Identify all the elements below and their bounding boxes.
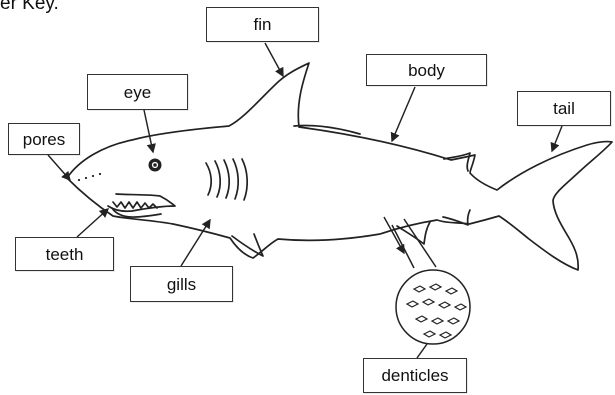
body-label: body [366,54,487,86]
eye-pupil [153,163,157,167]
teeth-pointer [77,209,108,237]
eye-label: eye [87,74,188,110]
tail-label: tail [517,91,611,126]
eye-pointer [144,110,153,152]
fin-label: fin [206,7,319,42]
pore-4 [99,173,101,175]
denticles-label-connector [417,344,427,358]
denticles-pointer [384,217,404,253]
denticles-label: denticles [363,358,467,393]
denticles-magnified-circle [392,219,470,358]
pectoral-fin [232,234,263,256]
fin-pointer [265,43,283,76]
gills-label: gills [130,266,233,302]
dorsal-secondary-fin [444,153,470,171]
denticle-shapes [407,284,466,338]
gill-slit-5 [242,159,247,200]
fin-tip-detail [294,125,360,134]
gill-slit-4 [233,159,238,199]
body-pointer [392,87,415,141]
teeth [113,202,157,208]
gill-slit-1 [206,163,211,195]
tail-pointer [552,126,562,151]
teeth-label: teeth [15,237,114,271]
pore-3 [92,175,94,177]
pore-2 [85,177,87,179]
pores-pointer [48,155,70,180]
gill-slit-2 [215,161,220,197]
pores-label: pores [8,123,80,155]
pore-1 [78,179,80,181]
gill-slit-3 [224,160,229,198]
